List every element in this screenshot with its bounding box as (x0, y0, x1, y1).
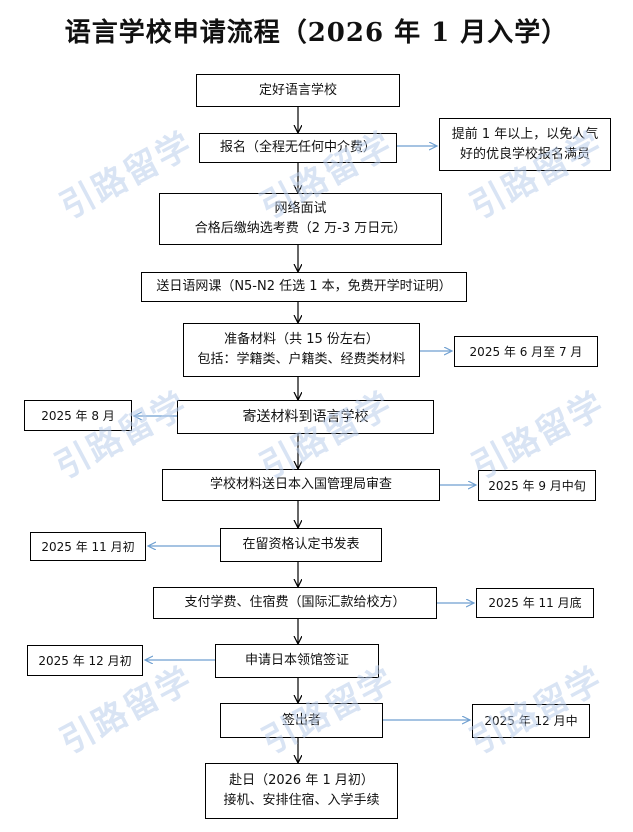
note-date-mid-sep: 2025 年 9 月中旬 (478, 470, 596, 501)
note-date-mid-dec: 2025 年 12 月中 (472, 704, 590, 738)
step-online-interview: 网络面试 合格后缴纳选考费（2 万-3 万日元） (159, 193, 442, 245)
step-japanese-course: 送日语网课（N5-N2 任选 1 本，免费开学时证明） (141, 272, 467, 302)
page-title: 语言学校申请流程（2026 年 1 月入学） (64, 18, 569, 48)
note-date-early-dec: 2025 年 12 月初 (27, 645, 143, 676)
step-pay-tuition: 支付学费、住宿费（国际汇款给校方） (153, 587, 437, 619)
step-coe-issued: 在留资格认定书发表 (220, 528, 382, 562)
note-date-aug: 2025 年 8 月 (24, 400, 132, 431)
step-choose-school: 定好语言学校 (196, 74, 400, 107)
note-date-jun-jul: 2025 年 6 月至 7 月 (454, 336, 598, 367)
step-apply-visa: 申请日本领馆签证 (215, 644, 379, 678)
step-immigration-review: 学校材料送日本入国管理局审查 (162, 469, 440, 501)
step-register: 报名（全程无任何中介费） (199, 133, 397, 163)
step-go-to-japan: 赴日（2026 年 1 月初） 接机、安排住宿、入学手续 (205, 763, 398, 819)
note-register-early: 提前 1 年以上，以免人气 好的优良学校报名满员 (439, 118, 611, 171)
step-prepare-materials: 准备材料（共 15 份左右） 包括：学籍类、户籍类、经费类材料 (183, 323, 420, 377)
step-visa-issued: 签出者 (220, 703, 383, 738)
note-date-early-nov: 2025 年 11 月初 (30, 532, 146, 561)
note-date-end-nov: 2025 年 11 月底 (476, 588, 594, 618)
step-send-materials: 寄送材料到语言学校 (177, 400, 434, 434)
